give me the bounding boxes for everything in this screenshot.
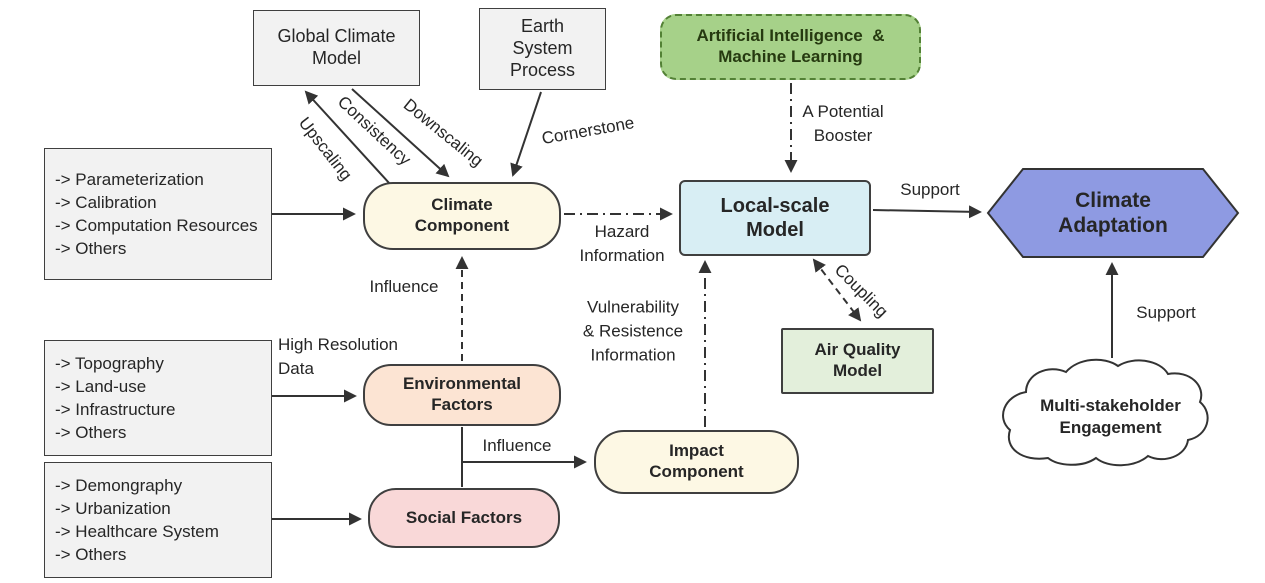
box-label-line: Model [311, 48, 362, 68]
multi-stakeholder-cloud [1002, 358, 1209, 467]
box-label-line: Process [509, 59, 576, 80]
earth-system-process-box: Earth System Process [479, 8, 606, 90]
social-inputs-box: -> Demongraphy -> Urbanization -> Health… [44, 462, 272, 578]
list-item: -> Computation Resources [55, 216, 258, 235]
box-label-line: Earth [520, 16, 565, 37]
box-label-line: Social Factors [405, 507, 523, 527]
climate-adaptation-label: Climate Adaptation [988, 168, 1238, 258]
air-quality-model-box: Air Quality Model [781, 328, 934, 394]
box-label-line: Impact [669, 441, 724, 461]
edge-label-support-engagement: Support [1136, 303, 1196, 323]
impact-component-box: Impact Component [594, 430, 799, 494]
box-label-line: Environmental [402, 374, 522, 394]
list-item: -> Urbanization [55, 499, 171, 518]
list-item: -> Others [55, 239, 127, 258]
multi-stakeholder-engagement-label: Multi-stakeholder Engagement [1018, 388, 1203, 446]
climate-model-factors-box: -> Parameterization -> Calibration -> Co… [44, 148, 272, 280]
list-item: -> Land-use [55, 377, 147, 396]
edge-label-line: High Resolution [278, 335, 399, 354]
arrow-coupling [812, 258, 862, 322]
list-item: -> Topography [55, 354, 164, 373]
list-item: -> Infrastructure [55, 400, 176, 419]
arrow-support-adaptation [872, 205, 982, 219]
arrow-downscaling [351, 88, 450, 178]
global-climate-model-box: Global Climate Model [253, 10, 420, 86]
edge-label-line: Information [590, 344, 676, 364]
box-label-line: Factors [431, 395, 493, 414]
climate-component-box: Climate Component [363, 182, 561, 250]
climate-adaptation-hexagon [986, 168, 1240, 258]
environmental-factors-box: Environmental Factors [363, 364, 561, 426]
box-label-line: Model [832, 361, 883, 380]
box-label-line: Component [414, 216, 510, 235]
box-label-line: Air Quality [814, 340, 901, 360]
box-label-line: System [512, 38, 573, 59]
local-scale-model-box: Local-scale Model [679, 180, 871, 256]
list-item: -> Healthcare System [55, 522, 219, 541]
box-label-line: Multi-stakeholder [1040, 395, 1181, 415]
list-item: -> Demongraphy [55, 476, 183, 495]
box-label-line: Model [746, 219, 804, 241]
box-label-line: Artificial Intelligence & [696, 26, 885, 46]
edge-label-line: Hazard [594, 222, 650, 242]
edge-label-influence-environment: Influence [369, 277, 439, 297]
box-label-line: Local-scale [720, 194, 830, 217]
list-item: -> Others [55, 423, 127, 442]
edge-label-line: A Potential [802, 102, 884, 122]
arrow-upscaling [304, 90, 391, 185]
edge-label-line: Information [579, 246, 665, 265]
list-item: -> Others [55, 545, 127, 564]
edge-label-influence-impact: Influence [482, 436, 552, 456]
box-label-line: Adaptation [1058, 214, 1168, 237]
edge-label-line: Vulnerability [587, 297, 679, 317]
social-factors-box: Social Factors [368, 488, 560, 548]
environmental-inputs-box: -> Topography -> Land-use -> Infrastruct… [44, 340, 272, 456]
edge-label-line: & Resistence [582, 321, 684, 341]
edge-label-support-model: Support [900, 180, 960, 200]
edge-label-potential-booster: A Potential Booster [802, 100, 883, 148]
box-label-line: Climate [431, 195, 493, 215]
box-label-line: Global Climate [277, 26, 396, 47]
box-label-line: Climate [1075, 188, 1151, 212]
list-item: -> Calibration [55, 193, 157, 212]
edge-label-line: Data [278, 358, 314, 378]
edge-label-line: Booster [813, 126, 873, 145]
box-label-line: Component [649, 462, 744, 481]
list-item: -> Parameterization [55, 170, 204, 189]
arrow-cornerstone [510, 91, 542, 177]
edge-label-hazard-information: Hazard Information [579, 220, 664, 268]
ai-ml-box: Artificial Intelligence & Machine Learni… [660, 14, 921, 80]
box-label-line: Machine Learning [718, 47, 863, 66]
box-label-line: Engagement [1059, 418, 1162, 437]
edge-label-high-resolution-data: High Resolution Data [278, 333, 398, 381]
edge-label-vulnerability-information: Vulnerability & Resistence Information [583, 295, 683, 366]
